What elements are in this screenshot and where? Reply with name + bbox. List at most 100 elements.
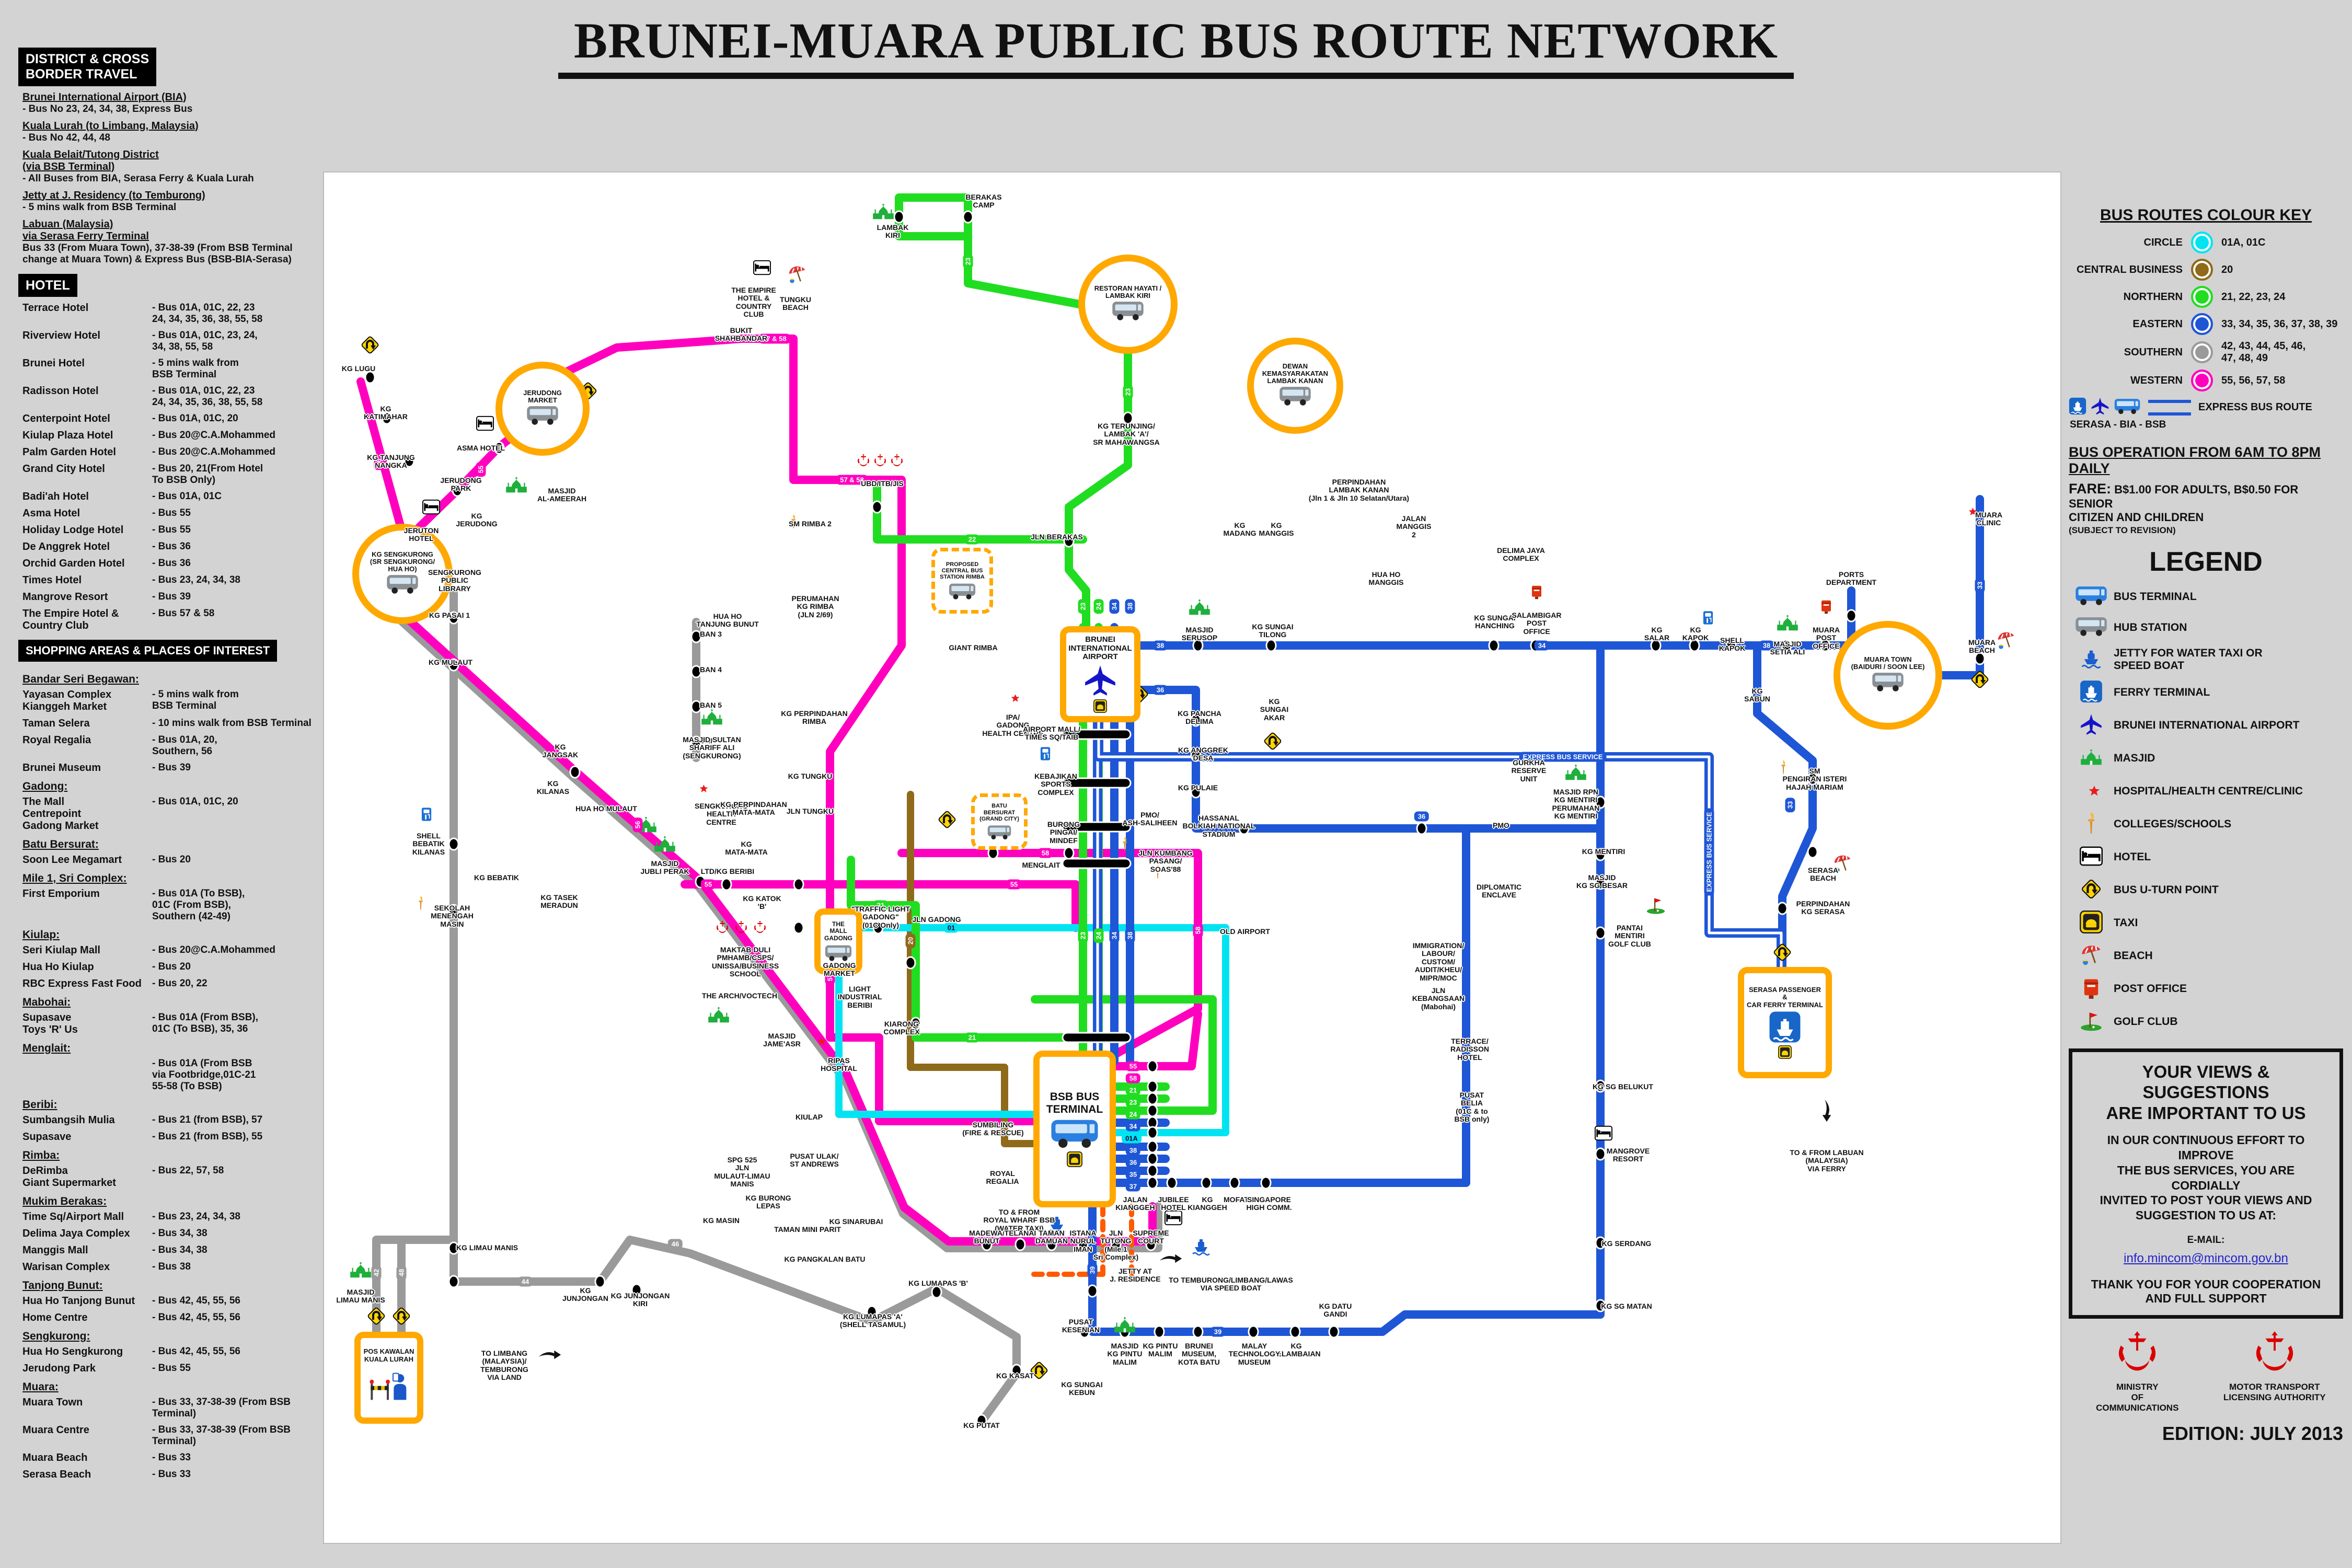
route-chip: 34: [1125, 1121, 1141, 1132]
route-line: [977, 1369, 1021, 1426]
map-label: SPG 525 JLN MULAUT-LIMAU MANIS: [714, 1156, 770, 1189]
colour-key-swatch: [2191, 341, 2213, 363]
legend-row: FERRY TERMINAL: [2069, 680, 2343, 706]
map-label: MASJID KG SG BESAR: [1576, 873, 1628, 890]
district-item: Brunei International Airport (BIA)- Bus …: [22, 91, 319, 115]
colour-key-label: SOUTHERN: [2124, 346, 2183, 358]
plane-icon: [2091, 397, 2109, 418]
shopping-detail: - Bus 34, 38: [152, 1227, 207, 1239]
map-label: MADEWA/ BUNUT: [969, 1229, 1005, 1246]
bus-stop-dot: [1147, 1059, 1158, 1073]
hotel-row: Centerpoint Hotel- Bus 01A, 01C, 20: [22, 413, 319, 425]
post-icon: [1531, 585, 1542, 599]
map-label: MAKTAB DULI PMHAMB/CSPS/ UNISSA/BUSINESS…: [711, 946, 779, 978]
hub-label: MUARA TOWN (BAIDURI / SOON LEE): [1851, 655, 1925, 671]
left-sidebar: DISTRICT & CROSS BORDER TRAVEL Brunei In…: [18, 44, 319, 1485]
colour-key-routes: 55, 56, 57, 58: [2221, 374, 2286, 386]
route-chip: 34: [1109, 928, 1120, 943]
shopping-name: The Mall Centrepoint Gadong Market: [22, 795, 99, 832]
mosque-icon: [2080, 746, 2103, 769]
shopping-detail: - Bus 21 (from BSB), 55: [152, 1131, 263, 1142]
shopping-name: Delima Jaya Complex: [22, 1227, 130, 1239]
map-label: JLN TUNGKU: [786, 807, 834, 815]
map-label: KG PANGKALAN BATU: [784, 1255, 866, 1263]
bus-stop-dot: [1248, 1325, 1259, 1339]
terminal-box-label: POS KAWALAN KUALA LURAH: [363, 1347, 414, 1363]
map-label: KG MATA-MATA: [725, 840, 768, 857]
route-chip: 34: [1534, 640, 1550, 651]
arrow-down-icon: [1822, 1099, 1831, 1122]
map-label: MANGROVE RESORT: [1606, 1147, 1650, 1163]
bus-stop-dot: [1147, 1140, 1158, 1154]
district-item: Kuala Lurah (to Limbang, Malaysia)- Bus …: [22, 120, 319, 144]
hotel-row: Radisson Hotel- Bus 01A, 01C, 22, 23 24,…: [22, 385, 319, 408]
bus-stop-dot: [448, 904, 459, 917]
map-label: MASJID AL-AMEERAH: [537, 487, 587, 503]
mosque-icon: [1114, 1317, 1135, 1333]
map-label: PMO/ ASH-SALIHEEN: [1122, 811, 1178, 827]
map-label: MASJID SULTAN SHARIFF ALI (SENGKURONG): [683, 735, 741, 760]
map-label: PUSAT BELIA (01C & to BSB only): [1454, 1091, 1490, 1124]
map-label: KG LUGU: [341, 364, 376, 373]
shopping-row: Muara Centre- Bus 33, 37-38-39 (From BSB…: [22, 1424, 319, 1447]
legend-text: HUB STATION: [2114, 621, 2187, 633]
map-label: HASSANAL BOLKIAH NATIONAL STADIUM: [1182, 814, 1255, 838]
map-label: TO & FROM LABUAN (MALAYSIA) VIA FERRY: [1790, 1148, 1864, 1173]
map-label: GADONG MARKET: [823, 961, 856, 978]
route-chip: 23: [1123, 384, 1133, 400]
shopping-detail: - Bus 38: [152, 1261, 191, 1272]
route-chip: 21: [1125, 1085, 1141, 1096]
route-chip: 58: [1037, 848, 1053, 858]
bus-stop-dot: [1595, 877, 1606, 890]
map-label: JALAN KIANGGEH: [1115, 1195, 1155, 1212]
map-label: MASJID LIMAU MANIS: [336, 1288, 385, 1305]
shopping-detail: - Bus 33, 37-38-39 (From BSB Terminal): [152, 1396, 291, 1419]
district-name: Jetty at J. Residency (to Temburong): [22, 189, 205, 201]
map-label: MASJID JUBLI PERAK: [640, 859, 689, 876]
map-label: KG DATU GANDI: [1319, 1302, 1352, 1319]
route-line: [873, 482, 1087, 544]
bus-stop-dot: [493, 441, 505, 455]
map-label: IMMIGRATION/ LABOUR/ CUSTOM/ AUDIT/KHEU/…: [1412, 941, 1465, 982]
route-chip: 55: [1125, 1061, 1141, 1071]
hotel-name: Grand City Hotel: [22, 463, 105, 475]
hotel-detail: - Bus 36: [152, 558, 191, 569]
district-name: Kuala Lurah (to Limbang, Malaysia): [22, 120, 199, 132]
hotel-row: Grand City Hotel- Bus 20, 21(From Hotel …: [22, 463, 319, 486]
map-label: SUMBILING (FIRE & RESCUE): [962, 1121, 1024, 1137]
mtla-logo-caption: MOTOR TRANSPORT LICENSING AUTHORITY: [2223, 1381, 2326, 1402]
hub-bus-icon: [1111, 300, 1145, 321]
uturn-icon: [1772, 942, 1792, 962]
fare-text: FARE: B$1.00 FOR ADULTS, B$0.50 FOR SENI…: [2069, 481, 2299, 524]
legend-title: LEGEND: [2149, 547, 2263, 577]
shopping-row: Jerudong Park- Bus 55: [22, 1363, 319, 1375]
bus-stop-dot: [1595, 926, 1606, 940]
legend-icon-cell: [2069, 585, 2114, 608]
bus-stop-dot: [1147, 1164, 1158, 1178]
bus-stop-dot: [1147, 1080, 1158, 1093]
map-label: KG MADANG: [1223, 521, 1256, 538]
crest-icon: [754, 920, 766, 933]
poster-title: BRUNEI-MUARA PUBLIC BUS ROUTE NETWORK: [0, 11, 2352, 79]
map-label: MASJID KG PINTU MALIM: [1107, 1342, 1143, 1366]
bus-stop-dot: [1595, 848, 1606, 861]
email-link[interactable]: info.mincom@mincom.gov.bn: [2124, 1251, 2288, 1265]
shopping-name: Sumbangsih Mulia: [22, 1114, 115, 1126]
shopping-detail: - Bus 01A, 01C, 20: [152, 795, 238, 807]
crescent-icon: [2080, 779, 2103, 802]
hotel-detail: - Bus 20@C.A.Mohammed: [152, 446, 276, 458]
bus-stop-dot: [448, 1275, 459, 1288]
map-label: KG LUMAPAS 'A' (SHELL TASAMUL): [839, 1312, 906, 1329]
map-label: KG MASIN: [703, 1216, 740, 1225]
shopping-area-header: Tanjong Bunut:: [22, 1279, 103, 1292]
map-label: SINGAPORE HIGH COMM.: [1246, 1195, 1292, 1212]
district-detail: - 5 mins walk from BSB Terminal: [22, 201, 177, 213]
hotel-detail: - Bus 55: [152, 524, 191, 536]
express-route-swatch: [2148, 399, 2191, 416]
hotel-name: Radisson Hotel: [22, 385, 99, 397]
beach-icon: [788, 266, 806, 284]
map-label: KG ANGGREK DESA: [1178, 746, 1228, 763]
bus-stop-dot: [1777, 902, 1788, 915]
bus-stop-dot: [690, 700, 702, 713]
